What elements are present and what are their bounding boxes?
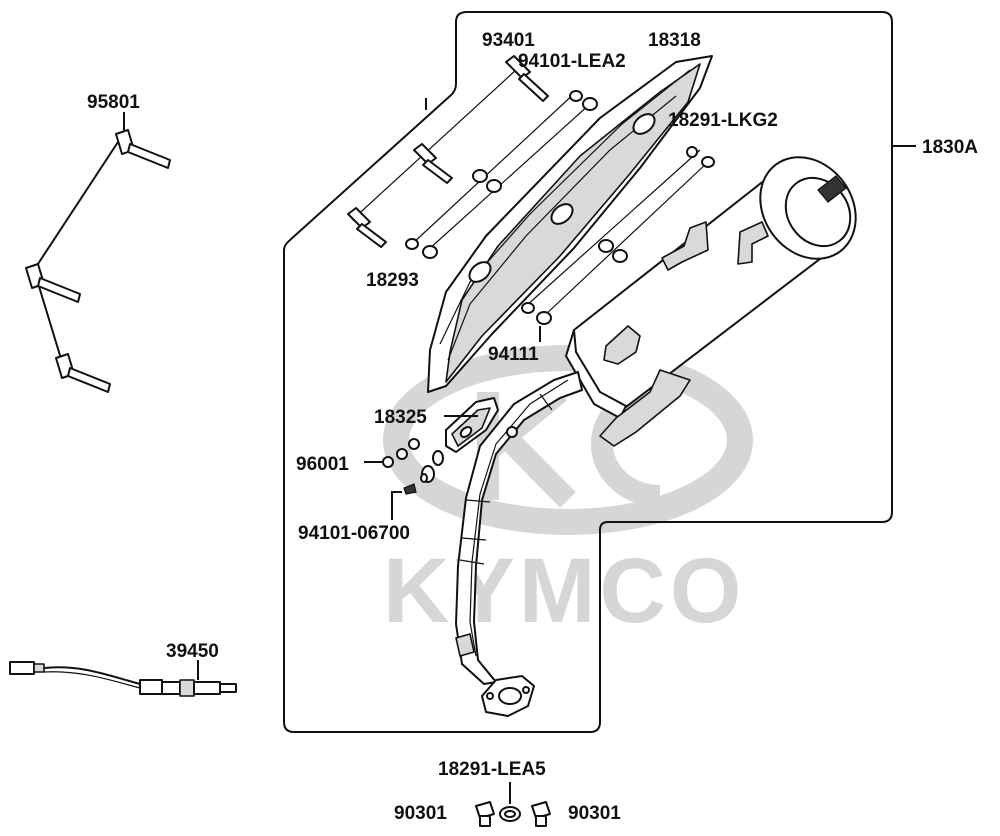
heat-shield (427, 55, 713, 393)
label-94101-06700: 94101-06700 (298, 523, 410, 544)
label-96001: 96001 (296, 454, 349, 475)
label-18293: 18293 (366, 270, 419, 291)
label-93401: 93401 (482, 30, 535, 51)
label-94111: 94111 (488, 344, 539, 365)
watermark-text: KYMCO (383, 540, 745, 642)
part-labels: 93401 18318 94101-LEA2 95801 18291-LKG2 … (87, 30, 978, 824)
label-18291-lea5: 18291-LEA5 (438, 759, 546, 780)
shield-fasteners (347, 55, 715, 325)
exhaust-pipe (455, 371, 583, 717)
label-18318: 18318 (648, 30, 701, 51)
assembly-frame (283, 11, 893, 733)
oxygen-sensor (9, 660, 237, 697)
label-95801: 95801 (87, 92, 140, 113)
label-94101-lea2: 94101-LEA2 (518, 51, 626, 72)
label-18291-lkg2: 18291-LKG2 (668, 110, 778, 131)
stud-bolts (25, 112, 171, 393)
label-1830a: 1830A (922, 137, 978, 158)
kymco-watermark: KYMCO (383, 345, 753, 642)
label-18325: 18325 (374, 407, 427, 428)
muffler (565, 156, 857, 447)
label-90301-right: 90301 (568, 803, 621, 824)
nuts-and-gaskets (364, 98, 541, 520)
label-39450: 39450 (166, 641, 219, 662)
pipe-cover (444, 397, 499, 453)
bottom-nuts-gasket (475, 782, 551, 827)
label-90301-left: 90301 (394, 803, 447, 824)
